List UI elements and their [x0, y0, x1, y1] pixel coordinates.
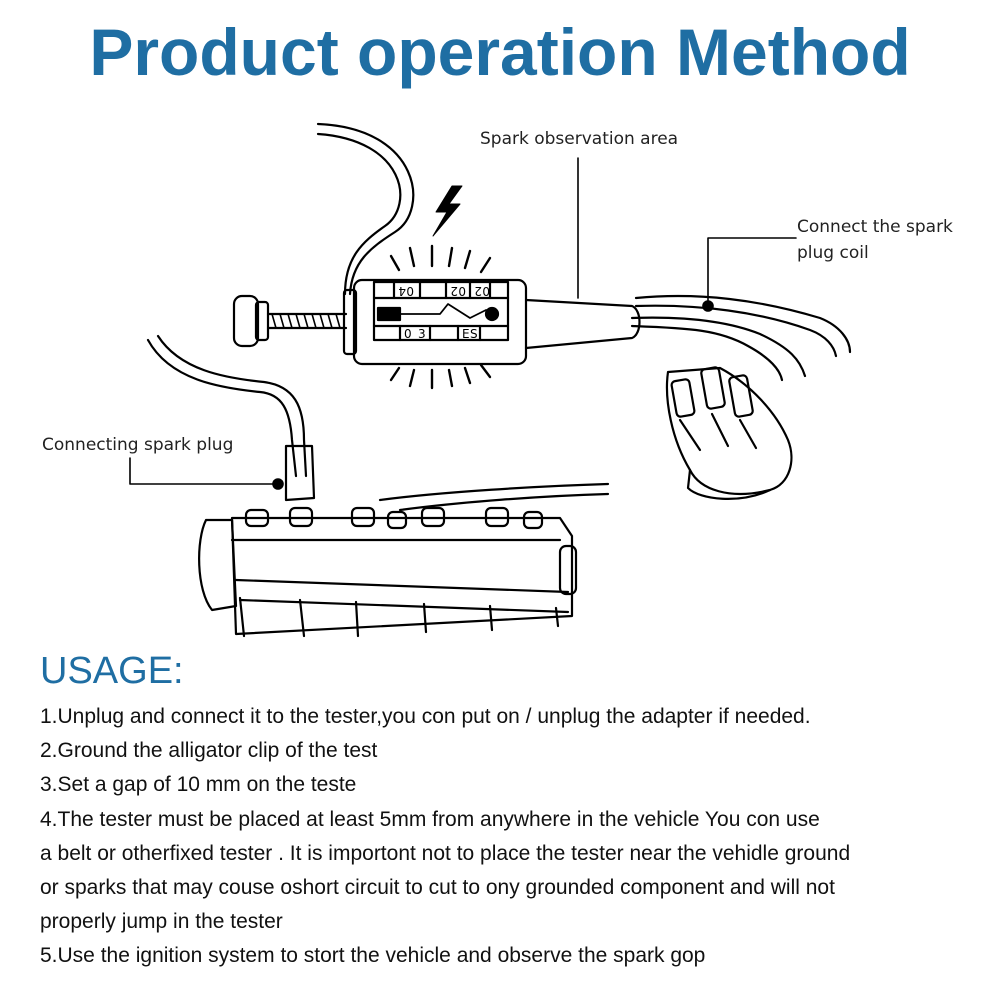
connect-coil-callout-line1: Connect the spark — [797, 217, 953, 237]
usage-line: 3.Set a gap of 10 mm on the teste — [40, 773, 357, 797]
engine-block — [198, 482, 610, 638]
coil-lead-wire — [630, 316, 807, 378]
usage-line: a belt or otherfixed tester . It is impo… — [40, 841, 851, 865]
scale-mark: E — [462, 327, 470, 341]
usage-heading: USAGE: — [40, 650, 184, 692]
spark-rays-icon — [389, 244, 492, 390]
page-title: Product operation Method — [89, 15, 911, 89]
connecting-spark-plug-callout: Connecting spark plug — [42, 435, 234, 455]
connect-coil-callout: Connect the spark plug coil — [797, 214, 953, 266]
tester-scale-labels: 4 0 2 0 2 0 0 3 E S — [398, 284, 490, 341]
spark-tester-tool — [342, 278, 641, 366]
scale-mark: S — [470, 327, 478, 341]
usage-line: or sparks that may couse oshort circuit … — [40, 876, 835, 900]
spark-tester-diagram: 4 0 2 0 2 0 0 3 E S — [129, 122, 852, 638]
scale-mark: 0 — [482, 284, 490, 298]
connect-coil-callout-line2: plug coil — [797, 243, 869, 263]
usage-line: 2.Ground the alligator clip of the test — [40, 739, 378, 763]
usage-steps: 1.Unplug and connect it to the tester,yo… — [40, 700, 980, 974]
spark-observation-area-callout: Spark observation area — [480, 129, 679, 149]
scale-mark: 0 — [458, 284, 466, 298]
usage-line: 5.Use the ignition system to stort the v… — [40, 944, 706, 968]
ignition-coil-pack — [665, 366, 793, 500]
plug-lead-wire — [146, 338, 298, 478]
usage-line: properly jump in the tester — [40, 910, 283, 934]
scale-mark: 2 — [474, 284, 482, 298]
scale-mark: 3 — [418, 327, 426, 341]
scale-mark: 4 — [398, 284, 406, 298]
callout-leaders — [129, 157, 797, 490]
gap-adjuster-knob — [232, 294, 348, 348]
upper-lead-wire — [316, 122, 415, 296]
usage-line: 4.The tester must be placed at least 5mm… — [40, 807, 820, 831]
usage-line: 1.Unplug and connect it to the tester,yo… — [40, 705, 811, 728]
lightning-bolt-icon — [432, 185, 463, 237]
scale-mark: 0 — [404, 327, 412, 341]
scale-mark: 2 — [450, 284, 458, 298]
scale-mark: 0 — [406, 284, 414, 298]
